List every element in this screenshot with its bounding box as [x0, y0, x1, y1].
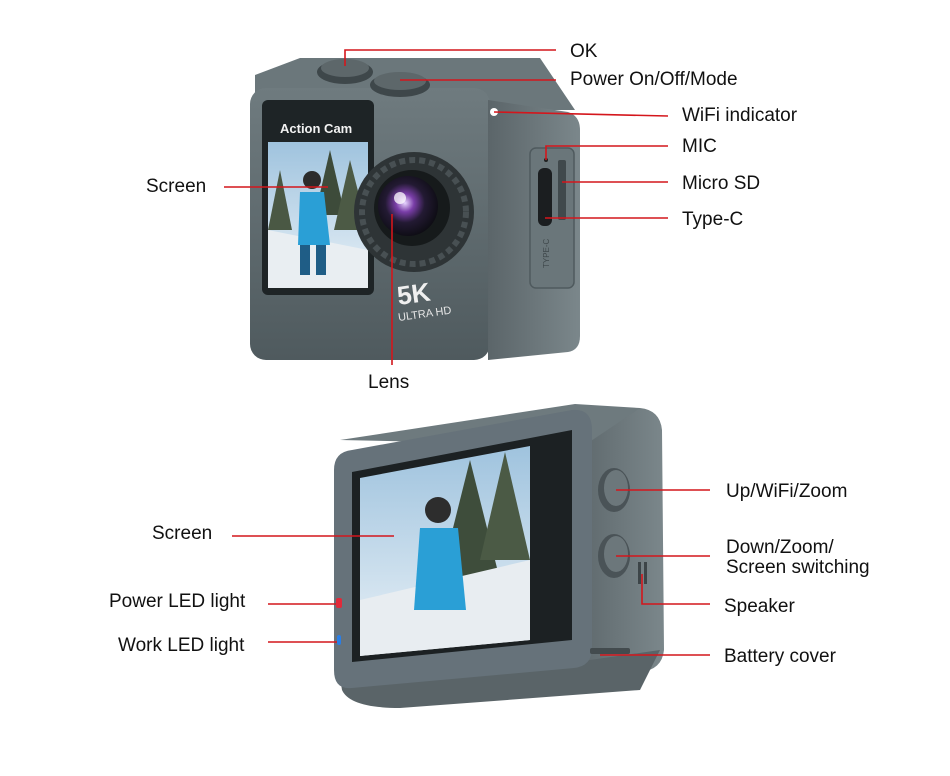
- camera-front: TYPE-C Action Cam 5K ULTRA HD: [250, 58, 580, 360]
- label-lens: Lens: [368, 372, 409, 393]
- label-type-c: Type-C: [682, 209, 743, 230]
- lens-glass: [378, 176, 438, 236]
- port-text: TYPE-C: [542, 238, 551, 268]
- work-led: [337, 635, 341, 645]
- label-wifi-indicator: WiFi indicator: [682, 105, 798, 126]
- label-battery-cover: Battery cover: [724, 646, 837, 667]
- type-c-port: [538, 168, 552, 226]
- label-micro-sd: Micro SD: [682, 173, 760, 194]
- front-screen-title: Action Cam: [280, 121, 352, 136]
- leader-wifi-indicator: [493, 111, 669, 117]
- label-power: Power On/Off/Mode: [570, 69, 738, 90]
- leader-ok: [344, 49, 556, 66]
- badge-5k: 5K: [395, 277, 432, 311]
- speaker-grille: [638, 562, 641, 584]
- label-down-zoom-line2: Screen switching: [726, 557, 870, 578]
- label-work-led: Work LED light: [118, 635, 245, 656]
- battery-cover: [590, 648, 630, 654]
- label-screen-front: Screen: [146, 176, 206, 197]
- label-mic: MIC: [682, 136, 717, 157]
- label-power-led: Power LED light: [109, 591, 246, 612]
- micro-sd-slot: [558, 160, 566, 220]
- leader-speaker: [641, 574, 710, 605]
- label-up-wifi-zoom: Up/WiFi/Zoom: [726, 481, 847, 502]
- labels: OK Power On/Off/Mode WiFi indicator MIC …: [109, 41, 870, 667]
- power-led: [336, 598, 342, 608]
- label-screen-back: Screen: [152, 523, 212, 544]
- label-down-zoom-line1: Down/Zoom/: [726, 537, 834, 558]
- label-speaker: Speaker: [724, 596, 795, 617]
- leader-mic: [545, 145, 668, 160]
- camera-back: [334, 404, 664, 708]
- leader-lines: [224, 49, 710, 656]
- label-ok: OK: [570, 41, 598, 62]
